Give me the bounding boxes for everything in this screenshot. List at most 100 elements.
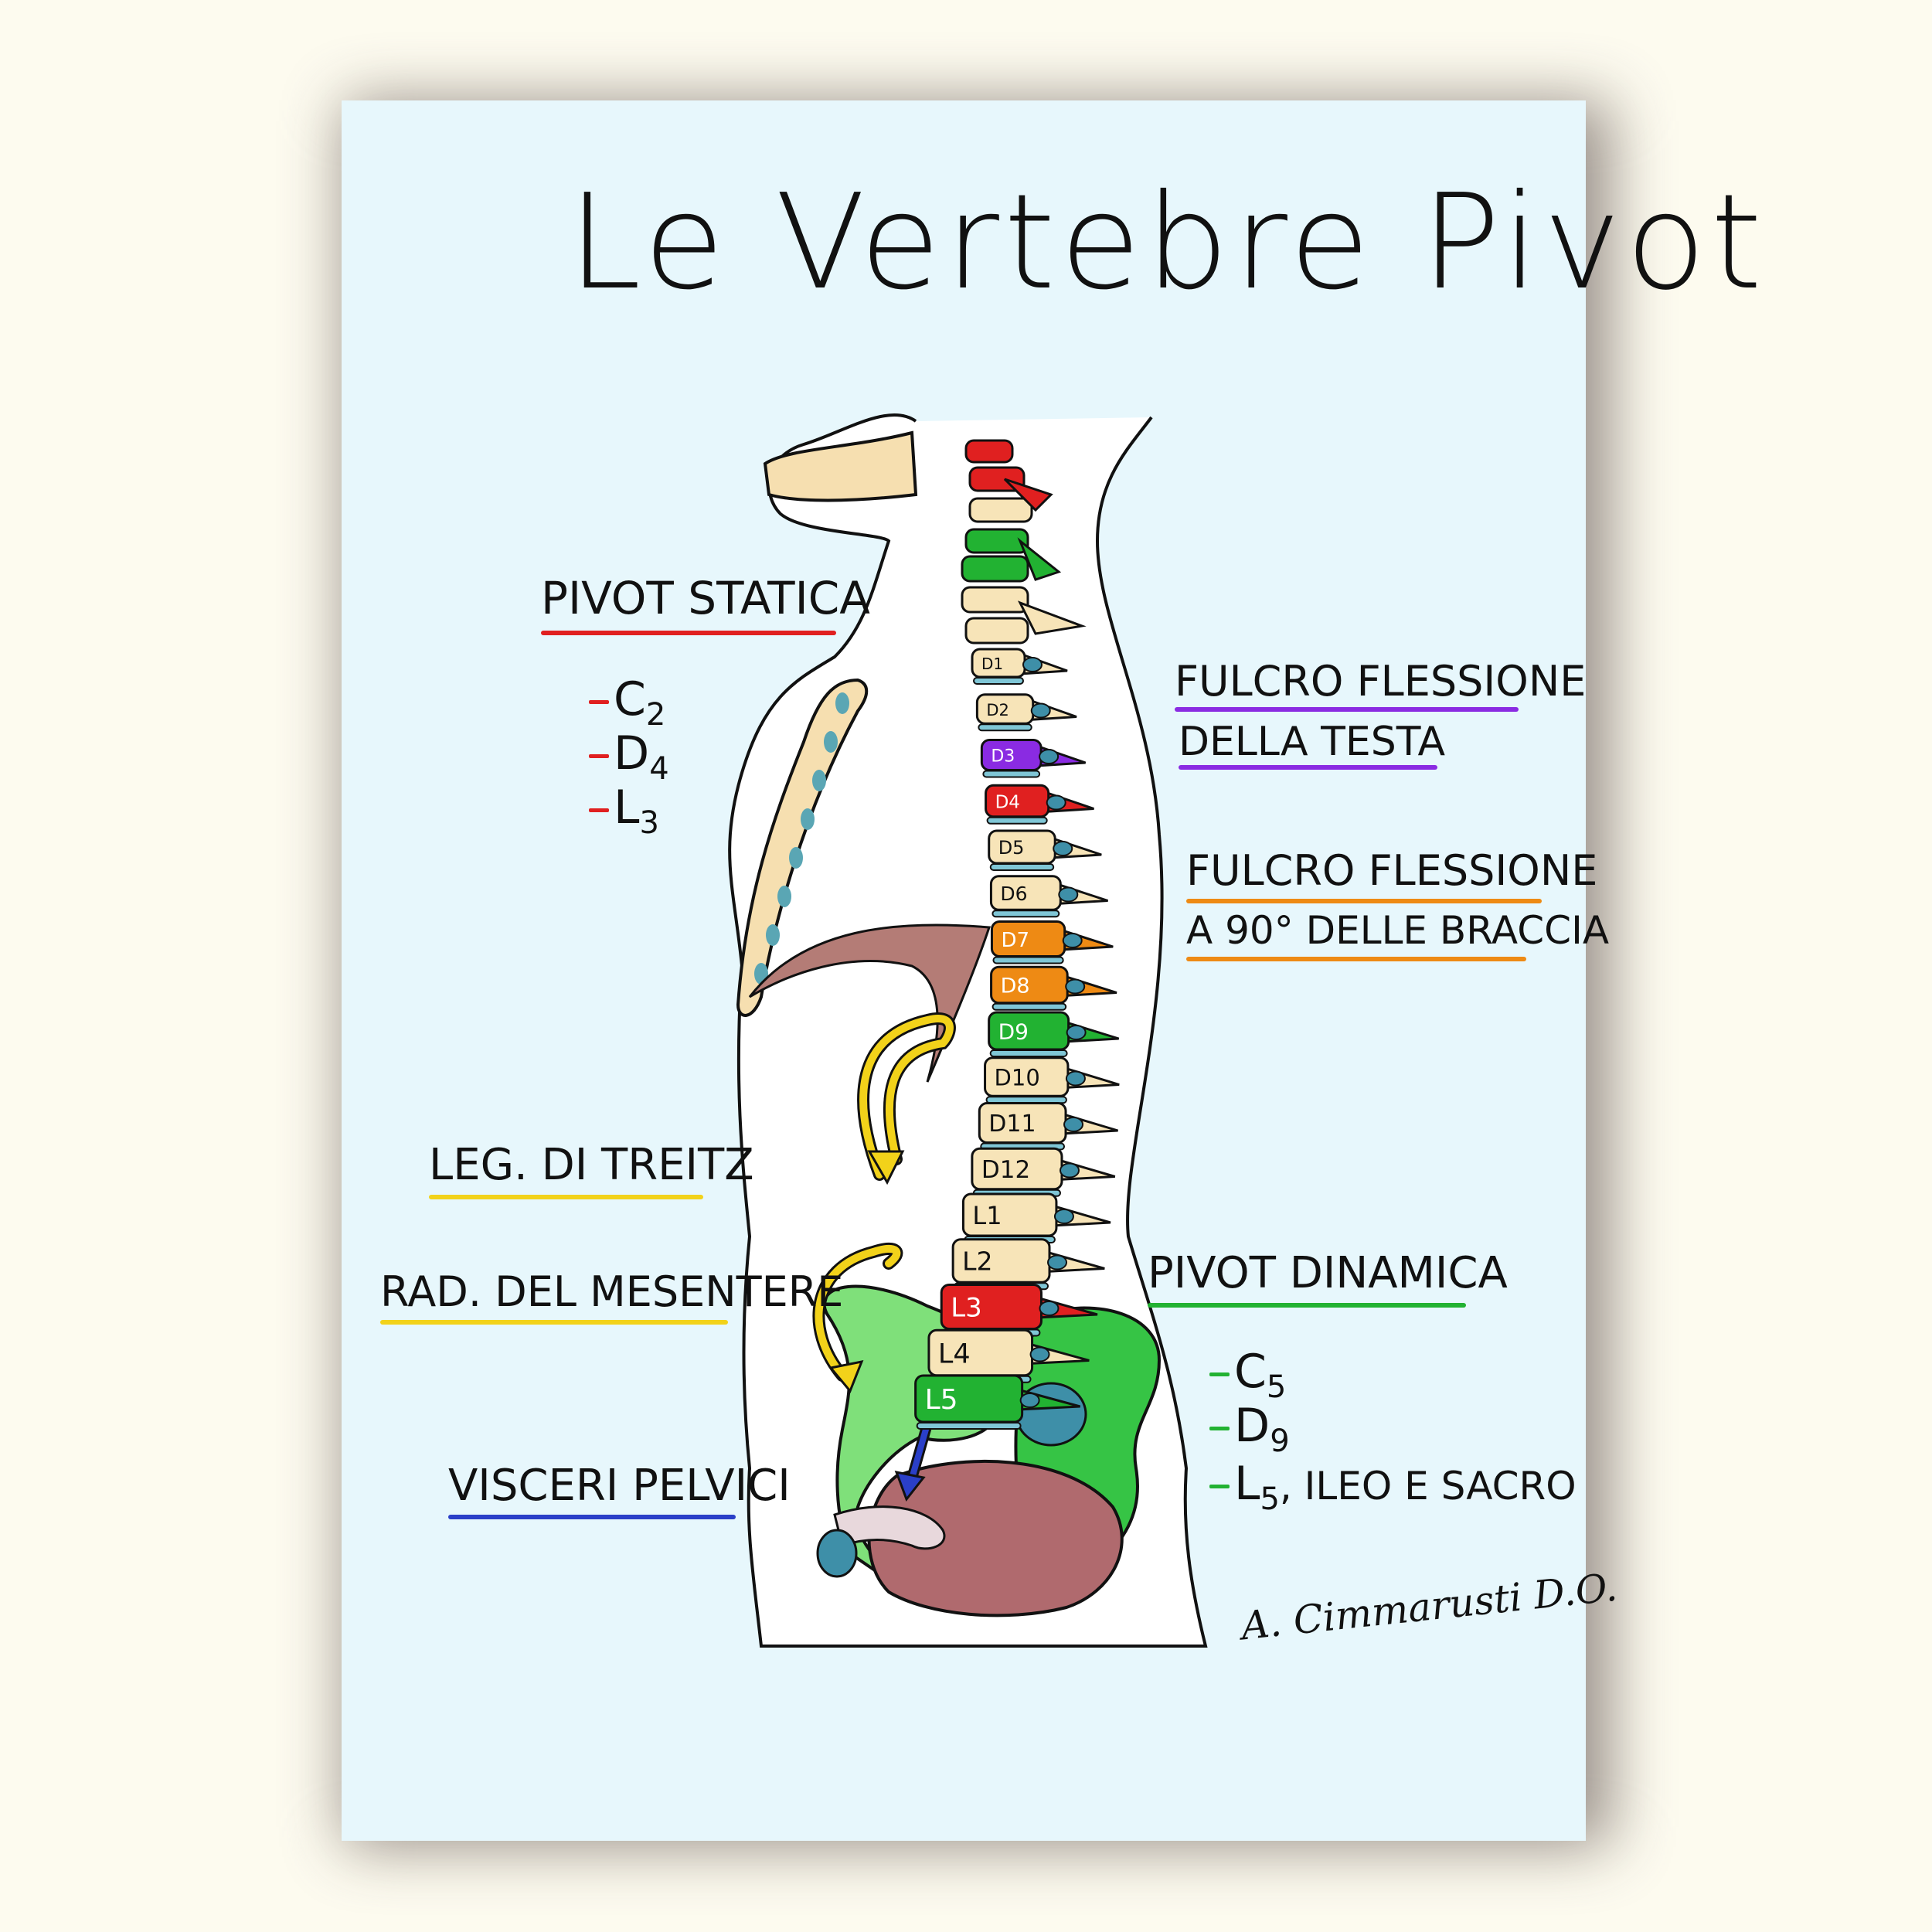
static-item-c: C2	[589, 672, 665, 733]
dynamic-marker	[1209, 1372, 1230, 1376]
foramen	[1065, 978, 1086, 995]
foramen	[1053, 841, 1073, 856]
label-leg-treitz: LEG. DI TREITZ	[429, 1140, 754, 1190]
underline-pivot-dinamica	[1148, 1303, 1466, 1308]
intervertebral-disc	[989, 1049, 1068, 1057]
static-item-d: D4	[589, 726, 669, 787]
dynamic-extra: , ILEO E SACRO	[1279, 1464, 1577, 1509]
underline-fulcro-testa-1	[1175, 707, 1519, 712]
vertebra-d11: D11	[978, 1102, 1118, 1151]
intervertebral-disc	[986, 816, 1048, 825]
underline-rad-mesentere	[380, 1320, 728, 1325]
dynamic-item-l: L5, ILEO E SACRO	[1209, 1457, 1577, 1517]
diaphragm	[748, 923, 992, 1083]
intervertebral-disc	[992, 910, 1060, 918]
vertebra-label: L4	[938, 1338, 971, 1369]
intervertebral-disc	[992, 1002, 1067, 1011]
treitz-arrow	[857, 1012, 956, 1185]
vertebra-label: D2	[986, 701, 1009, 719]
foramen	[1062, 933, 1083, 948]
dynamic-num: 9	[1270, 1423, 1290, 1459]
label-rad-mesentere: RAD. DEL MESENTERE	[380, 1267, 844, 1316]
static-item-l: L3	[589, 781, 659, 841]
vertebra-d1: D1	[971, 648, 1068, 685]
label-fulcro-braccia-2: A 90° DELLE BRACCIA	[1186, 908, 1610, 953]
foramen	[1065, 1070, 1086, 1087]
foramen	[1022, 657, 1043, 672]
label-fulcro-testa-1: FULCRO FLESSIONE	[1175, 657, 1587, 706]
poster-title: Le Vertebre Pivot	[568, 166, 1767, 319]
vertebra-label: D11	[988, 1111, 1036, 1138]
intervertebral-disc	[989, 863, 1055, 871]
foramen	[1059, 1162, 1080, 1179]
vertebra-label: L1	[972, 1201, 1002, 1230]
static-letter: D	[614, 726, 650, 781]
vertebra-label: D9	[998, 1019, 1029, 1045]
foramen	[1019, 1393, 1040, 1408]
dynamic-letter: L	[1234, 1457, 1260, 1511]
intervertebral-disc	[992, 956, 1064, 964]
vertebra-label: D7	[1001, 929, 1029, 952]
intervertebral-disc	[916, 1422, 1022, 1430]
label-visceri-pelvici: VISCERI PELVICI	[448, 1461, 791, 1511]
vertebra-d6: D6	[989, 875, 1109, 918]
vertebra-d2: D2	[975, 693, 1077, 732]
foramen	[1053, 1209, 1074, 1224]
dynamic-item-c: C5	[1209, 1345, 1286, 1405]
label-pivot-dinamica: PIVOT DINAMICA	[1148, 1248, 1508, 1298]
static-marker	[589, 808, 609, 812]
intervertebral-disc	[978, 723, 1032, 732]
dynamic-letter: D	[1234, 1399, 1270, 1453]
foramen	[1039, 1301, 1060, 1316]
underline-pivot-statica	[541, 631, 836, 635]
vertebra-label: D12	[981, 1156, 1030, 1184]
vertebra-d8: D8	[990, 965, 1117, 1011]
vertebra-label: D10	[995, 1064, 1040, 1090]
vertebra-label: D4	[995, 792, 1020, 812]
vertebra-label: D6	[1000, 883, 1027, 905]
vertebra-d3: D3	[980, 739, 1087, 778]
foramen	[1063, 1117, 1084, 1132]
foramen	[1047, 1254, 1068, 1270]
vertebra-d10: D10	[984, 1056, 1120, 1104]
foramen	[1046, 794, 1066, 811]
vertebra-d4: D4	[985, 784, 1094, 825]
underline-leg-treitz	[429, 1195, 703, 1199]
label-fulcro-testa-2: DELLA TESTA	[1179, 719, 1446, 765]
intervertebral-disc	[973, 677, 1024, 685]
underline-fulcro-braccia-1	[1186, 899, 1542, 903]
dynamic-letter: C	[1234, 1345, 1267, 1399]
dynamic-marker	[1209, 1426, 1230, 1430]
vertebra-label: L2	[962, 1247, 992, 1277]
static-letter: L	[614, 781, 640, 835]
vertebra-l5: L5	[914, 1374, 1081, 1430]
dynamic-item-d: D9	[1209, 1399, 1290, 1459]
chin	[763, 430, 918, 502]
vertebra-l2: L2	[951, 1238, 1105, 1291]
vertebra-label: D1	[981, 655, 1003, 673]
label-fulcro-braccia-1: FULCRO FLESSIONE	[1186, 846, 1598, 895]
vertebra-d7: D7	[990, 920, 1114, 964]
intervertebral-disc	[982, 770, 1041, 778]
foramen	[1058, 886, 1079, 903]
vertebra-d5: D5	[988, 829, 1102, 871]
mesentere-arrow	[812, 1243, 903, 1393]
dynamic-marker	[1209, 1484, 1230, 1488]
static-num: 2	[645, 697, 666, 733]
vertebra-l4: L4	[927, 1328, 1090, 1383]
underline-fulcro-braccia-2	[1186, 957, 1526, 961]
underline-fulcro-testa-2	[1179, 765, 1437, 770]
foramen	[1039, 749, 1060, 764]
foramen	[1066, 1025, 1087, 1040]
cervical-spine	[961, 439, 1087, 645]
static-marker	[589, 753, 609, 758]
dynamic-num: 5	[1260, 1481, 1280, 1517]
label-pivot-statica: PIVOT STATICA	[541, 572, 870, 624]
vertebra-label: L5	[925, 1384, 958, 1416]
static-letter: C	[614, 672, 646, 726]
static-marker	[589, 699, 609, 704]
foramen	[1029, 1346, 1050, 1362]
static-num: 3	[639, 805, 659, 841]
